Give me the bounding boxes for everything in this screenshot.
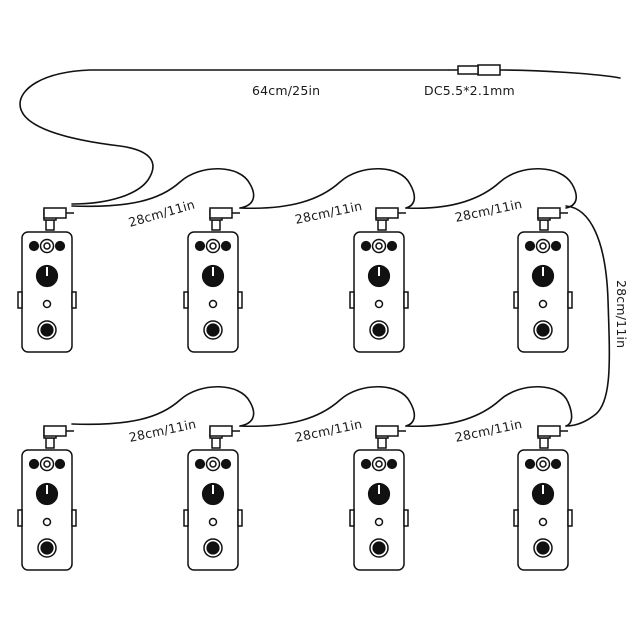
main-cable (19, 64, 621, 205)
dc-plug (375, 207, 407, 231)
pedal-3 (349, 231, 409, 353)
segment-length-label: 28cm/11in (614, 280, 629, 348)
chain-cable-row1 (71, 167, 611, 427)
segment-length-label: 28cm/11in (454, 196, 524, 225)
dc-plug (209, 425, 241, 449)
main-cable-length-label: 64cm/25in (252, 83, 320, 98)
dc-plug (209, 207, 241, 231)
dc-plug (537, 207, 569, 231)
dc-plug (43, 425, 75, 449)
pedal-8 (513, 449, 573, 571)
pedal-4 (513, 231, 573, 353)
pedal-1 (17, 231, 77, 353)
connector-size-label: DC5.5*2.1mm (424, 83, 515, 98)
dc-plug (43, 207, 75, 231)
segment-length-label: 28cm/11in (294, 416, 364, 445)
dc-plug (375, 425, 407, 449)
pedal-5 (17, 449, 77, 571)
pedal-6 (183, 449, 243, 571)
pedal-7 (349, 449, 409, 571)
chain-cable-row2 (71, 385, 573, 428)
segment-length-label: 28cm/11in (294, 198, 364, 227)
pedal-2 (183, 231, 243, 353)
dc-plug (537, 425, 569, 449)
